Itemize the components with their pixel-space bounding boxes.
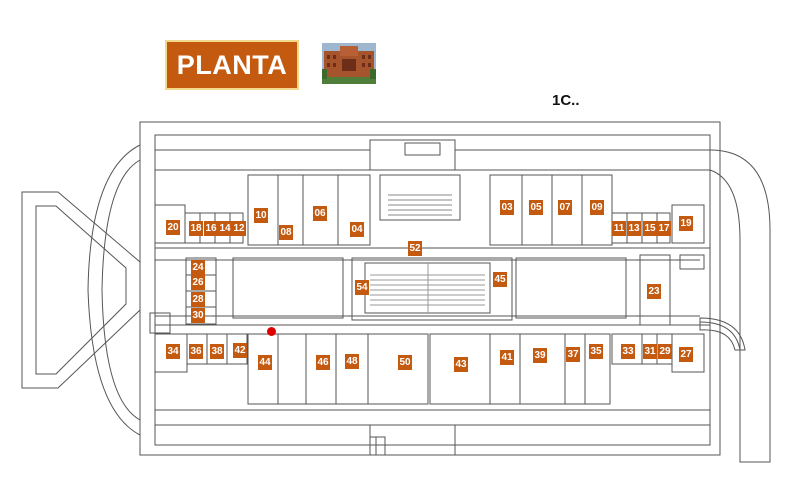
room-label[interactable]: 39 bbox=[533, 348, 547, 363]
room-label[interactable]: 31 bbox=[643, 344, 657, 359]
room-label[interactable]: 16 bbox=[204, 221, 218, 236]
room-label[interactable]: 30 bbox=[191, 308, 205, 323]
room-label[interactable]: 04 bbox=[350, 222, 364, 237]
room-label[interactable]: 52 bbox=[408, 241, 422, 256]
room-label[interactable]: 07 bbox=[558, 200, 572, 215]
room-label[interactable]: 36 bbox=[189, 344, 203, 359]
room-label[interactable]: 09 bbox=[590, 200, 604, 215]
room-label[interactable]: 17 bbox=[657, 221, 671, 236]
room-label[interactable]: 28 bbox=[191, 292, 205, 307]
room-label[interactable]: 19 bbox=[679, 216, 693, 231]
room-label[interactable]: 12 bbox=[232, 221, 246, 236]
room-label[interactable]: 14 bbox=[218, 221, 232, 236]
room-label[interactable]: 05 bbox=[529, 200, 543, 215]
room-label[interactable]: 08 bbox=[279, 225, 293, 240]
room-label[interactable]: 41 bbox=[500, 350, 514, 365]
room-label[interactable]: 45 bbox=[493, 272, 507, 287]
room-label[interactable]: 35 bbox=[589, 344, 603, 359]
room-label[interactable]: 20 bbox=[166, 220, 180, 235]
room-label[interactable]: 29 bbox=[658, 344, 672, 359]
room-label[interactable]: 44 bbox=[258, 355, 272, 370]
room-label[interactable]: 38 bbox=[210, 344, 224, 359]
room-label[interactable]: 15 bbox=[643, 221, 657, 236]
location-marker[interactable] bbox=[267, 327, 276, 336]
floor-title: PLANTA 1 bbox=[165, 40, 299, 126]
room-label[interactable]: 27 bbox=[679, 347, 693, 362]
room-label[interactable]: 33 bbox=[621, 344, 635, 359]
building-photo-icon bbox=[322, 43, 376, 84]
room-label[interactable]: 26 bbox=[191, 275, 205, 290]
room-label[interactable]: 24 bbox=[191, 260, 205, 275]
room-label[interactable]: 23 bbox=[647, 284, 661, 299]
room-label[interactable]: 18 bbox=[189, 221, 203, 236]
corner-label: 1C.. bbox=[552, 92, 580, 109]
room-label[interactable]: 11 bbox=[612, 221, 626, 236]
room-label[interactable]: 03 bbox=[500, 200, 514, 215]
room-label[interactable]: 43 bbox=[454, 357, 468, 372]
room-label[interactable]: 06 bbox=[313, 206, 327, 221]
room-label[interactable]: 42 bbox=[233, 343, 247, 358]
room-label[interactable]: 46 bbox=[316, 355, 330, 370]
room-label[interactable]: 50 bbox=[398, 355, 412, 370]
room-label[interactable]: 48 bbox=[345, 354, 359, 369]
room-label[interactable]: 34 bbox=[166, 344, 180, 359]
room-label[interactable]: 54 bbox=[355, 280, 369, 295]
room-label[interactable]: 13 bbox=[627, 221, 641, 236]
room-label[interactable]: 37 bbox=[566, 347, 580, 362]
room-label[interactable]: 10 bbox=[254, 208, 268, 223]
